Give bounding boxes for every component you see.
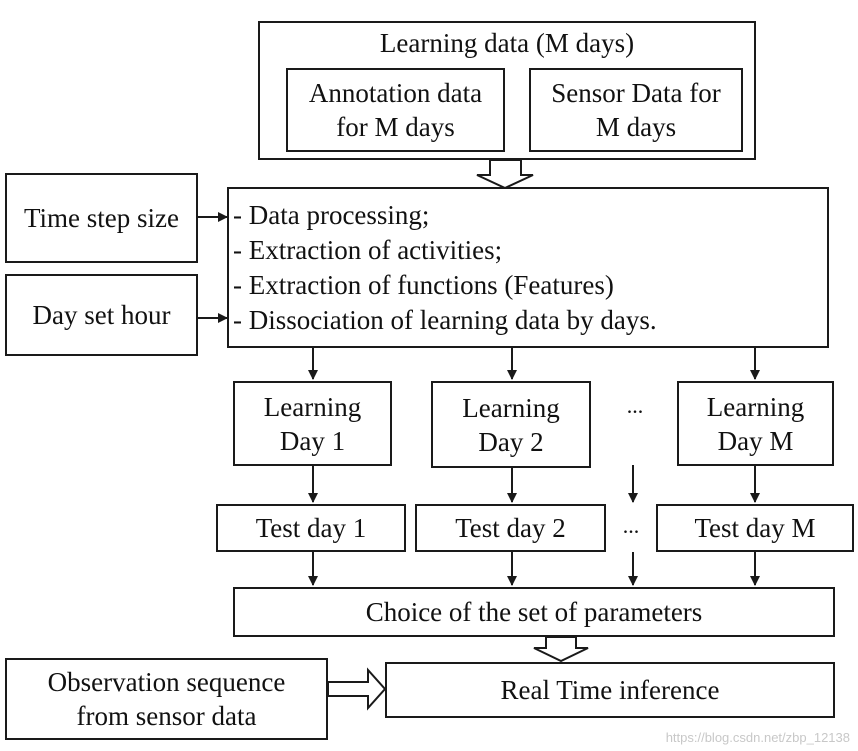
processing-step: - Extraction of activities; bbox=[233, 234, 503, 265]
processing-step: - Data processing; bbox=[233, 199, 430, 230]
test-day-m-box: Test day M bbox=[656, 504, 854, 552]
hollow-arrow-data-to-processing bbox=[476, 159, 534, 190]
annotation-data-box: Annotation data for M days bbox=[286, 68, 505, 152]
processing-step: - Dissociation of learning data by days. bbox=[233, 304, 657, 335]
test-day-1-box: Test day 1 bbox=[216, 504, 406, 552]
learning-day-m-box: Learning Day M bbox=[677, 381, 834, 466]
real-time-inference-box: Real Time inference bbox=[385, 662, 835, 718]
processing-steps-list: - Data processing; - Extraction of activ… bbox=[233, 198, 657, 338]
observation-sequence-box: Observation sequence from sensor data bbox=[5, 658, 328, 740]
sensor-data-box: Sensor Data for M days bbox=[529, 68, 743, 152]
test-days-ellipsis: ... bbox=[622, 513, 640, 538]
learning-day-2-box: Learning Day 2 bbox=[431, 381, 591, 468]
day-set-hour-box: Day set hour bbox=[5, 274, 198, 356]
processing-step: - Extraction of functions (Features) bbox=[233, 269, 614, 300]
watermark: https://blog.csdn.net/zbp_12138 bbox=[665, 730, 850, 745]
time-step-size-box: Time step size bbox=[5, 173, 198, 263]
processing-box: - Data processing; - Extraction of activ… bbox=[227, 187, 829, 348]
learning-days-ellipsis: ... bbox=[626, 393, 644, 418]
hollow-arrow-observation-to-inference bbox=[327, 667, 387, 711]
learning-data-title: Learning data (M days) bbox=[379, 28, 635, 58]
learning-day-1-box: Learning Day 1 bbox=[233, 381, 392, 466]
hollow-arrow-choice-to-inference bbox=[533, 636, 589, 663]
test-day-2-box: Test day 2 bbox=[415, 504, 606, 552]
parameter-choice-box: Choice of the set of parameters bbox=[233, 587, 835, 637]
